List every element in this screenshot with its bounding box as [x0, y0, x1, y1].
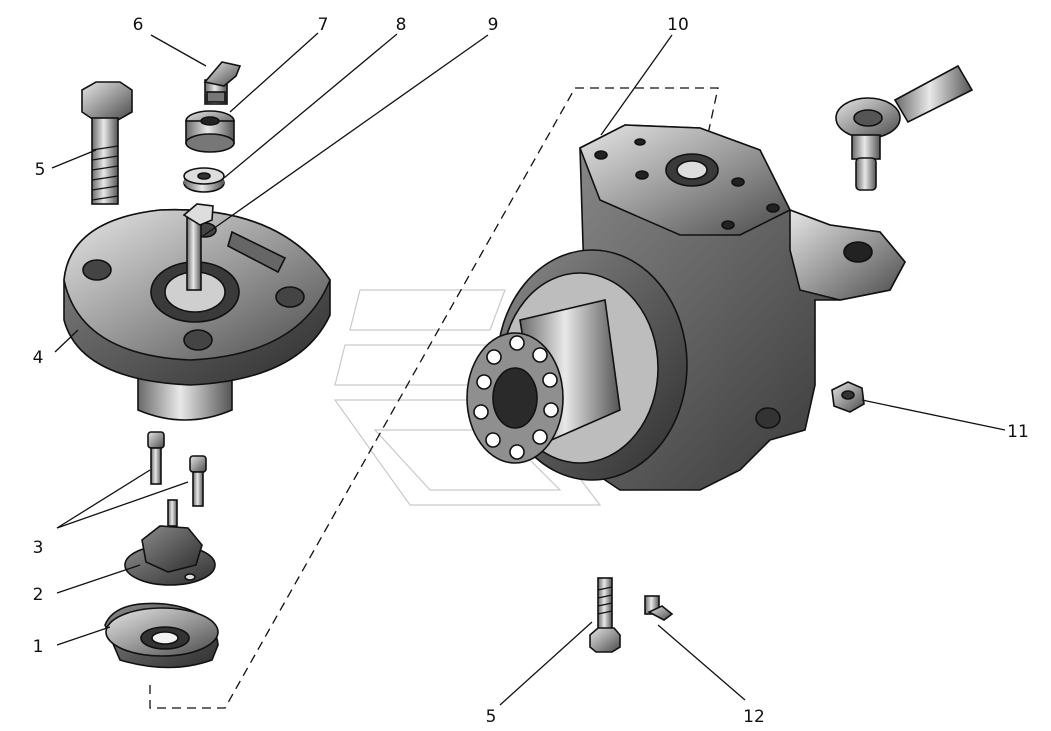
callout-10: 10: [667, 15, 689, 35]
callout-9: 9: [488, 15, 499, 35]
callout-7: 7: [318, 15, 329, 35]
nut-flange-part: [124, 499, 216, 586]
bolt-lower-part: [589, 577, 621, 653]
callout-12: 12: [743, 707, 765, 727]
flange-housing-part: [63, 208, 331, 421]
tie-rod-end-part: [835, 64, 974, 191]
callout-4: 4: [33, 348, 44, 368]
leader-lines: [51, 32, 1006, 706]
callout-1: 1: [33, 637, 44, 657]
steering-knuckle-part: [466, 124, 906, 491]
callout-6: 6: [133, 15, 144, 35]
callout-5-upper: 5: [35, 160, 46, 180]
callout-5-lower: 5: [486, 707, 497, 727]
threaded-bushing-part: [185, 110, 235, 153]
callout-2: 2: [33, 585, 44, 605]
cover-disc-part: [104, 602, 219, 669]
callout-labels: 1 2 3 4 5 5 6 7 8 9 10 11 12: [33, 15, 1029, 727]
grease-fitting-part: [203, 61, 242, 105]
bolt-upper-part: [81, 81, 133, 205]
washer-part: [183, 167, 225, 193]
callout-3: 3: [33, 538, 44, 558]
small-grease-fitting-part: [644, 595, 674, 621]
nut-part: [831, 381, 865, 413]
pin-part: [182, 203, 214, 291]
watermark-logo: [333, 289, 602, 506]
screws-part: [147, 431, 207, 507]
callout-8: 8: [396, 15, 407, 35]
assembly-dashed-line: [149, 87, 719, 709]
callout-11: 11: [1007, 422, 1029, 442]
